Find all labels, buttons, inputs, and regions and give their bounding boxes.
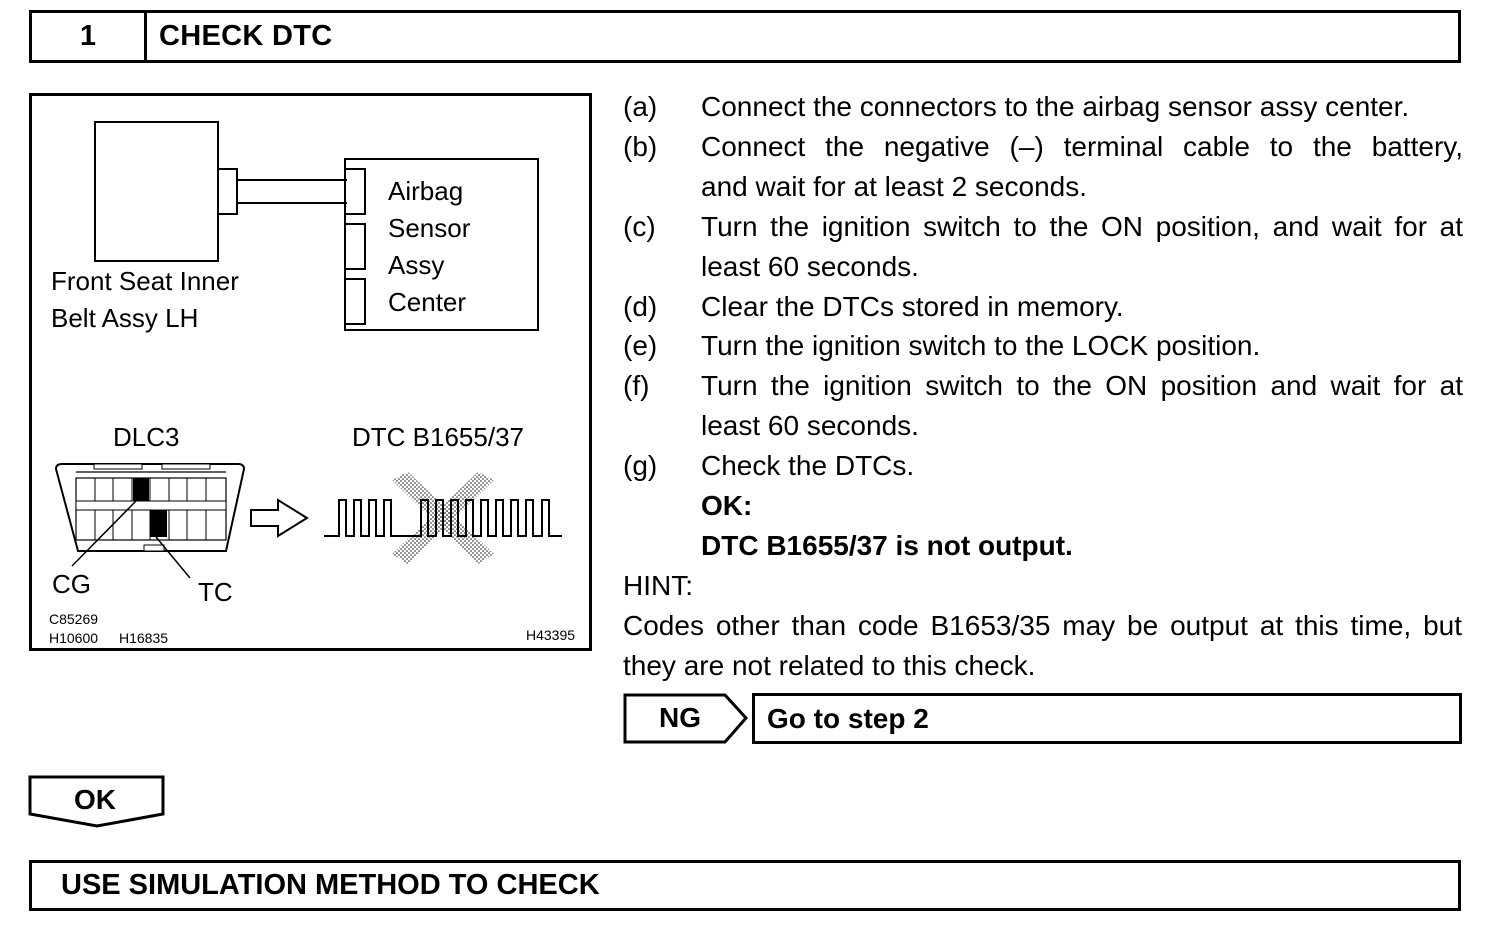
step-header: 1 CHECK DTC [29,10,1461,63]
next-step-header: USE SIMULATION METHOD TO CHECK [29,860,1461,911]
arrow-right-icon [250,498,309,538]
ok-condition-label: OK: [701,490,753,521]
belt-assy-label-line2: Belt Assy LH [51,303,199,333]
dtc-label: DTC B1655/37 [352,422,524,452]
instruction-marker: (c) [623,211,656,242]
figure-code: H10600 [49,630,99,646]
instruction-marker: (g) [623,450,658,481]
instruction-text: least 60 seconds. [701,251,919,282]
diagram-figure: Front Seat Inner Belt Assy LH Airbag Sen… [29,93,592,651]
ok-label: OK [74,784,116,815]
instruction-text: Connect the negative (–) terminal cable … [701,131,1463,162]
instruction-marker: (d) [623,291,658,322]
wiring-diagram [54,121,562,579]
instruction-text: Clear the DTCs stored in memory. [701,291,1124,322]
instruction-text: Check the DTCs. [701,450,915,481]
instruction-marker: (e) [623,330,658,361]
ng-label: NG [659,702,701,733]
tc-pin-label: TC [198,577,233,607]
next-step-title: USE SIMULATION METHOD TO CHECK [61,869,600,901]
belt-assy-label-line1: Front Seat Inner [51,266,239,296]
sensor-label-line1: Airbag [388,176,464,206]
instruction-text: Connect the connectors to the airbag sen… [701,91,1410,122]
instruction-marker: (b) [623,131,658,162]
ng-result-text: Go to step 2 [767,703,929,734]
dtc-waveform [324,499,562,537]
ok-tag-shape [28,775,165,828]
belt-assy-box [94,121,219,262]
step-title: CHECK DTC [159,20,333,52]
hint-label: HINT: [623,570,693,601]
figure-code: H43395 [526,627,576,643]
instruction-marker: (f) [623,370,650,401]
cg-pin-label: CG [52,569,91,599]
instruction-text: least 60 seconds. [701,410,919,441]
figure-code: H16835 [119,630,169,646]
sensor-label-line3: Assy [388,250,445,280]
instruction-text: and wait for at least 2 seconds. [701,171,1087,202]
instruction-text: Turn the ignition switch to the LOCK pos… [701,330,1261,361]
tc-pin [150,510,167,537]
hint-text-line2: they are not related to this check. [623,650,1036,681]
figure-code: C85269 [49,611,99,627]
ok-condition-text: DTC B1655/37 is not output. [701,530,1073,561]
step-number: 1 [32,13,147,60]
instruction-text: Turn the ignition switch to the ON posit… [701,211,1463,242]
ng-tag-shape [623,693,749,744]
ng-result-box: Go to step 2 [752,693,1462,744]
hint-text-line1: Codes other than code B1653/35 may be ou… [623,610,1462,641]
cg-pin [133,478,149,501]
dlc3-label: DLC3 [113,422,180,452]
sensor-label-line4: Center [388,287,467,317]
instruction-text: Turn the ignition switch to the ON posit… [701,370,1463,401]
instruction-marker: (a) [623,91,658,122]
sensor-label-line2: Sensor [388,213,471,243]
dlc3-connector [54,463,246,552]
